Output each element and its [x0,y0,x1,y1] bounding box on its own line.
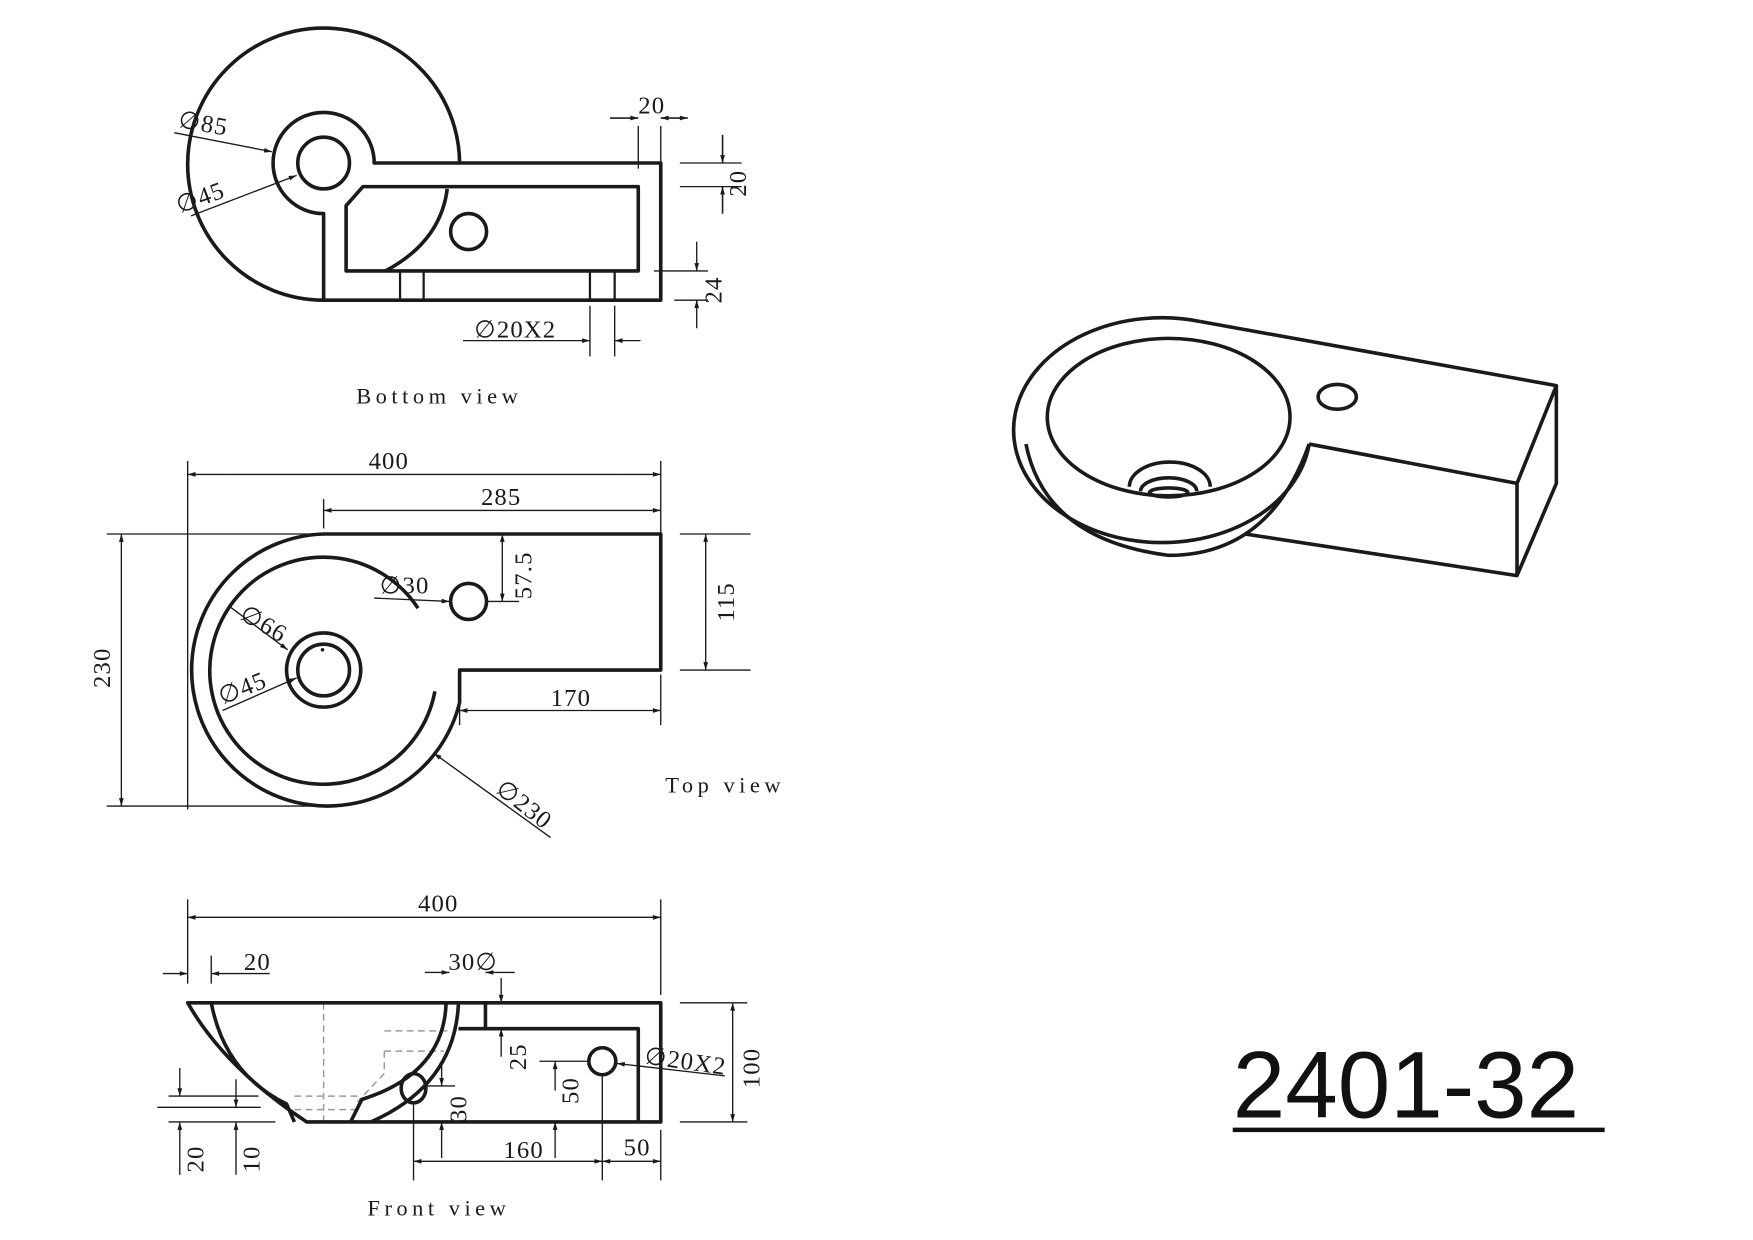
dim-front-50h: 50 [558,1077,585,1104]
iso-drain-hole [1147,486,1190,499]
dim-top-d30: ∅30 [380,573,430,600]
dim-top-d45: ∅45 [215,667,271,711]
dim-front-400: 400 [418,891,458,918]
iso-bowl-underside [1024,443,1311,558]
dim-front-d30: 30∅ [448,949,498,976]
bottom-drain-hole [295,135,352,191]
dim-front-25: 25 [505,1043,532,1070]
dim-front-100: 100 [739,1048,766,1088]
front-box-inner [458,1002,641,1122]
front-hidden-lines [211,1002,459,1122]
front-bowl-outer-right [370,1002,461,1124]
dim-front-50w: 50 [624,1135,651,1162]
dim-front-holes: ∅20X2 [643,1043,728,1081]
dim-top-57-5: 57.5 [511,551,538,599]
bottom-inner-arc [384,188,450,273]
top-drain-ring [284,631,363,709]
top-view: 400 285 230 115 170 57.5 ∅30 ∅66 ∅45 ∅23… [89,448,785,839]
bottom-outline [271,110,663,302]
front-bowl-inner-left [209,1002,297,1123]
dim-bottom-20h: 20 [725,170,752,197]
bottom-legs [398,270,616,301]
dim-front-10h: 10 [239,1146,266,1173]
bottom-outer-arc [185,26,462,302]
top-outline [189,532,663,808]
top-drain-hole [295,642,352,698]
dim-top-230: 230 [89,648,116,688]
dim-top-285: 285 [481,484,521,511]
dim-bottom-20w: 20 [638,93,665,120]
dim-top-400: 400 [369,448,409,475]
dim-front-20h: 20 [182,1146,209,1173]
iso-tap-hole [1316,382,1359,412]
model-number: 2401-32 [1233,1033,1579,1138]
front-view-label: Front view [367,1195,510,1220]
bottom-view: 20 20 24 ∅20X2 ∅85 ∅45 Bottom view [173,26,752,409]
dim-bottom-holes: ∅20X2 [474,316,556,343]
top-view-label: Top view [665,773,785,798]
iso-bowl-inner [1045,336,1292,498]
iso-drain [1127,460,1213,492]
dim-top-d230: ∅230 [491,775,557,835]
bottom-tap-hole [448,211,489,252]
dim-front-20w: 20 [244,949,271,976]
dim-front-30h: 30 [445,1095,472,1122]
bottom-view-label: Bottom view [356,384,522,409]
dim-bottom-24: 24 [700,277,727,304]
front-side-hole [587,1045,618,1077]
dim-bottom-d85: ∅85 [177,106,231,141]
iso-block [1199,319,1559,578]
top-drain-dot [320,647,325,652]
bottom-inner-frame [344,184,641,273]
dim-top-115: 115 [713,582,740,622]
top-bowl-inner [207,555,437,787]
top-tap-hole [448,581,489,622]
dim-top-170: 170 [551,685,591,712]
front-view: 400 20 30∅ 25 100 50 30 160 50 20 10 ∅20… [157,891,766,1220]
dim-top-d66: ∅66 [235,600,291,648]
iso-bowl-outer [1011,315,1311,545]
dim-front-160: 160 [503,1137,543,1164]
front-bowl-inner-right [348,1002,448,1123]
isometric-view [1011,315,1559,578]
